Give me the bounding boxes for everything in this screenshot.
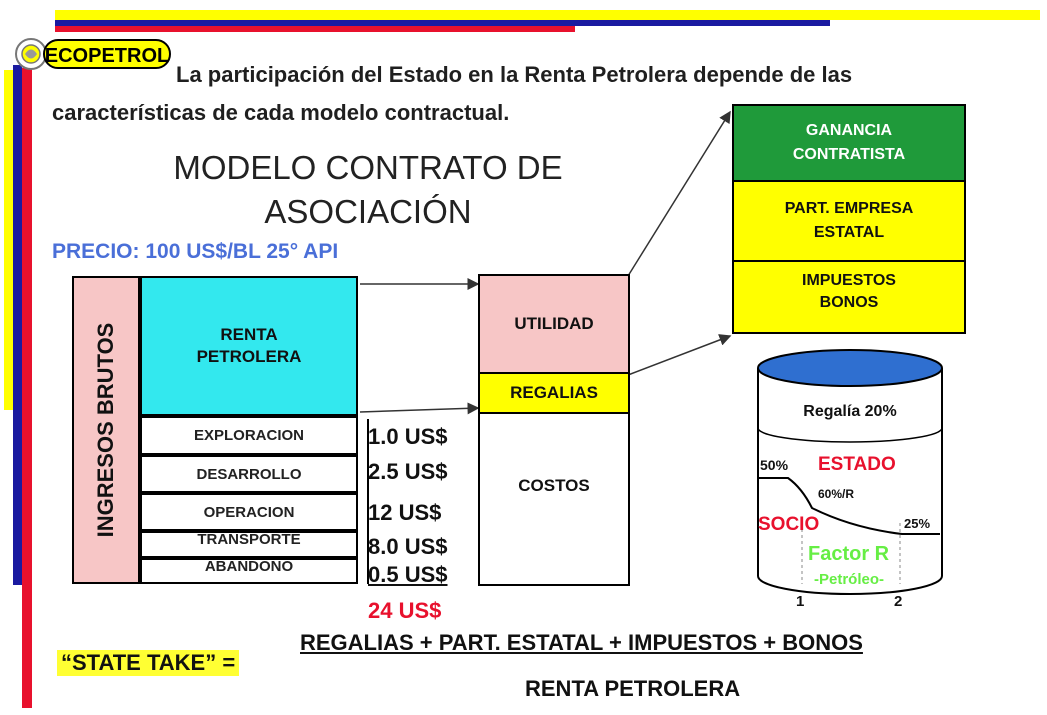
price-label: PRECIO: 100 US$/BL 25° API [52, 240, 339, 263]
left-stripe-red [22, 68, 32, 708]
utilidad-box: UTILIDAD [478, 274, 630, 374]
pct-60-text: 60%/R [818, 487, 854, 501]
costos-box: COSTOS [478, 412, 630, 586]
cost-exploracion: 1.0 US$ [368, 424, 448, 449]
axis-1-text: 1 [796, 593, 804, 610]
top-stripe-blue [55, 20, 830, 26]
left-stripe-blue [13, 65, 22, 585]
cost-transporte: 8.0 US$ [368, 534, 448, 559]
logo-text: ECOPETROL [45, 45, 169, 67]
socio-text: SOCIO [758, 514, 819, 535]
impuestos-bonos-box: IMPUESTOS BONOS [732, 260, 966, 334]
part-empresa-estatal-box: PART. EMPRESA ESTATAL [732, 180, 966, 262]
impuestos-line-2: BONOS [819, 294, 879, 311]
model-title-line-1: MODELO CONTRATO DE [173, 149, 563, 186]
row-abandono: ABANDONO [140, 558, 358, 584]
cost-total: 24 US$ [368, 598, 442, 623]
pct-25-text: 25% [904, 516, 930, 531]
petroleo-text: -Petróleo- [814, 571, 884, 588]
arrow-to-impuestos [627, 334, 732, 376]
cost-desarrollo: 2.5 US$ [368, 459, 448, 484]
ingresos-brutos-box: INGRESOS BRUTOS [72, 276, 140, 584]
row-transporte: TRANSPORTE [140, 531, 358, 558]
part-line-1: PART. EMPRESA [784, 200, 914, 217]
renta-label-line-1: RENTA [220, 325, 278, 344]
renta-label-line-2: PETROLERA [196, 347, 302, 366]
arrow-to-ganancia [627, 110, 731, 277]
title-line-2: características de cada modelo contractu… [52, 100, 510, 125]
model-title-line-2: ASOCIACIÓN [264, 193, 472, 230]
regalia-text: Regalía 20% [803, 403, 896, 420]
pct-50-text: 50% [760, 457, 789, 473]
left-stripe-yellow [4, 70, 13, 410]
state-take-label: “STATE TAKE” = [57, 650, 240, 676]
ganancia-line-2: CONTRATISTA [792, 146, 906, 163]
model-title: MODELO CONTRATO DE ASOCIACIÓN [148, 146, 588, 234]
row-desarrollo: DESARROLLO [140, 455, 358, 493]
royalty-cylinder: Regalía 20% 50% ESTADO 60%/R SOCIO 25% F… [757, 349, 943, 610]
renta-petrolera-box: RENTA PETROLERA [140, 276, 358, 416]
top-stripe-yellow [55, 10, 1040, 20]
regalias-box: REGALIAS [478, 372, 630, 414]
impuestos-line-1: IMPUESTOS [802, 272, 896, 289]
arrow-to-regalias [359, 402, 480, 415]
ganancia-line-1: GANANCIA [805, 122, 893, 139]
formula-denominator: RENTA PETROLERA [525, 676, 741, 701]
cost-operacion: 12 US$ [368, 500, 442, 525]
ingresos-brutos-label: INGRESOS BRUTOS [93, 322, 118, 538]
part-line-2: ESTATAL [813, 224, 885, 241]
row-operacion: OPERACION [140, 493, 358, 531]
title-line-1: La participación del Estado en la Renta … [176, 62, 853, 87]
formula-numerator: REGALIAS + PART. ESTATAL + IMPUESTOS + B… [300, 630, 863, 655]
axis-2-text: 2 [894, 593, 902, 610]
top-stripe-red [55, 26, 575, 32]
ecopetrol-logo: ECOPETROL [15, 38, 171, 70]
factor-r-text: Factor R [808, 543, 890, 565]
estado-text: ESTADO [818, 454, 896, 475]
ganancia-contratista-box: GANANCIA CONTRATISTA [732, 104, 966, 182]
cost-abandono: 0.5 US$ [368, 562, 448, 587]
row-exploracion: EXPLORACION [140, 416, 358, 455]
